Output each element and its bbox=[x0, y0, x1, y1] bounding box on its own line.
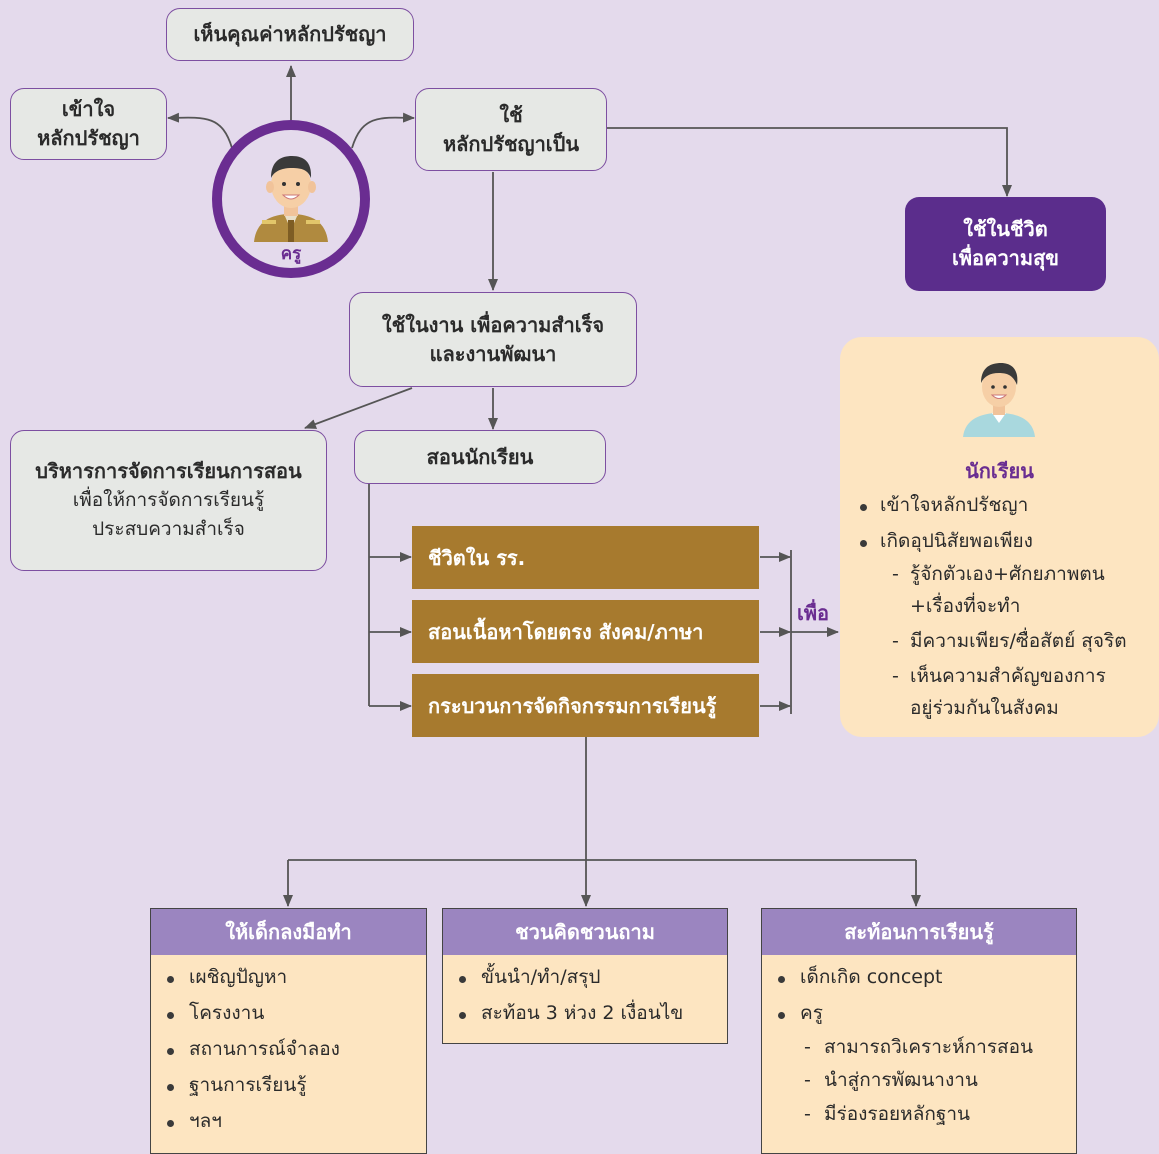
student-sub-3-a: เห็นความสำคัญของการ bbox=[910, 665, 1106, 688]
reflect-sub: สามารถวิเคราะห์การสอน bbox=[762, 1031, 1076, 1065]
understand-box: เข้าใจ หลักปรัชญา bbox=[10, 88, 167, 160]
admin-line-2: ประสบความสำเร็จ bbox=[92, 518, 245, 540]
teacher-avatar bbox=[254, 156, 328, 242]
use-box: ใช้ หลักปรัชญาเป็น bbox=[415, 88, 607, 171]
student-sub-1-a: รู้จักตัวเอง+ศักยภาพตน bbox=[910, 563, 1105, 586]
student-bullet-1: เข้าใจหลักปรัชญา bbox=[850, 487, 1155, 523]
admin-box: บริหารการจัดการเรียนการสอน เพื่อให้การจั… bbox=[10, 430, 327, 571]
arrow-to-understand bbox=[167, 112, 233, 149]
admin-line-1: เพื่อให้การจัดการเรียนรู้ bbox=[72, 488, 265, 511]
purpose-label: เพื่อ bbox=[797, 601, 830, 625]
reflect-sub: นำสู่การพัฒนางาน bbox=[762, 1064, 1076, 1098]
student-sub-2: มีความเพียร/ซื่อสัตย์ สุจริต bbox=[850, 626, 1155, 658]
life-line-1: ใช้ในชีวิต bbox=[963, 217, 1048, 241]
inquiry-title: ชวนคิดชวนถาม bbox=[443, 909, 727, 955]
activity-learning-process: กระบวนการจัดกิจกรรมการเรียนรู้ bbox=[412, 674, 759, 737]
student-sub-1: รู้จักตัวเอง+ศักยภาพตน +เรื่องที่จะทำ bbox=[850, 559, 1155, 622]
student-title: นักเรียน bbox=[965, 459, 1034, 483]
reflect-item-1: เด็กเกิด concept bbox=[762, 959, 1076, 995]
work-line-1: ใช้ในงาน เพื่อความสำเร็จ bbox=[381, 312, 605, 337]
student-sub-3-b: อยู่ร่วมกันในสังคม bbox=[910, 696, 1059, 719]
inquiry-list: ขั้นนำ/ทำ/สรุป สะท้อน 3 ห่วง 2 เงื่อนไข bbox=[443, 955, 727, 1031]
reflect-item-2: ครู bbox=[762, 995, 1076, 1031]
use-line-2: หลักปรัชญาเป็น bbox=[442, 131, 580, 156]
hands-on-item: ฯลฯ bbox=[151, 1103, 426, 1139]
hands-on-title: ให้เด็กลงมือทำ bbox=[151, 909, 426, 955]
activity-direct-content: สอนเนื้อหาโดยตรง สังคม/ภาษา bbox=[412, 600, 759, 663]
reflect-card: สะท้อนการเรียนรู้ เด็กเกิด concept ครู ส… bbox=[761, 908, 1077, 1154]
hands-on-card: ให้เด็กลงมือทำ เผชิญปัญหา โครงงาน สถานกา… bbox=[150, 908, 427, 1154]
understand-line-2: หลักปรัชญา bbox=[37, 126, 140, 150]
inquiry-item: ขั้นนำ/ทำ/สรุป bbox=[443, 959, 727, 995]
activity-school-life: ชีวิตใน รร. bbox=[412, 526, 759, 589]
inquiry-card: ชวนคิดชวนถาม ขั้นนำ/ทำ/สรุป สะท้อน 3 ห่ว… bbox=[442, 908, 728, 1044]
teacher-node: ครู bbox=[212, 120, 370, 278]
use-line-1: ใช้ bbox=[499, 102, 523, 127]
hands-on-item: เผชิญปัญหา bbox=[151, 959, 426, 995]
admin-title: บริหารการจัดการเรียนการสอน bbox=[35, 458, 302, 483]
teach-students-box: สอนนักเรียน bbox=[354, 430, 606, 484]
student-sub-1-b: +เรื่องที่จะทำ bbox=[910, 594, 1021, 617]
see-value-box: เห็นคุณค่าหลักปรัชญา bbox=[166, 8, 414, 61]
reflect-list: เด็กเกิด concept ครู สามารถวิเคราะห์การส… bbox=[762, 955, 1076, 1131]
life-line-2: เพื่อความสุข bbox=[952, 246, 1059, 270]
teacher-label: ครู bbox=[280, 244, 302, 264]
work-line-2: และงานพัฒนา bbox=[429, 341, 557, 366]
life-happiness-box: ใช้ในชีวิต เพื่อความสุข bbox=[905, 197, 1106, 291]
hands-on-item: สถานการณ์จำลอง bbox=[151, 1031, 426, 1067]
hands-on-list: เผชิญปัญหา โครงงาน สถานการณ์จำลอง ฐานการ… bbox=[151, 955, 426, 1139]
understand-line-1: เข้าใจ bbox=[61, 97, 116, 121]
work-success-box: ใช้ในงาน เพื่อความสำเร็จ และงานพัฒนา bbox=[349, 292, 637, 387]
arrow-to-life bbox=[606, 127, 1012, 197]
see-value-text: เห็นคุณค่าหลักปรัชญา bbox=[193, 22, 387, 46]
teach-students-text: สอนนักเรียน bbox=[426, 444, 534, 469]
student-panel: นักเรียน เข้าใจหลักปรัชญา เกิดอุปนิสัยพอ… bbox=[840, 337, 1159, 737]
student-avatar bbox=[963, 363, 1035, 437]
reflect-sub: มีร่องรอยหลักฐาน bbox=[762, 1098, 1076, 1132]
hands-on-item: ฐานการเรียนรู้ bbox=[151, 1067, 426, 1103]
student-outcomes: เข้าใจหลักปรัชญา เกิดอุปนิสัยพอเพียง รู้… bbox=[850, 487, 1155, 728]
inquiry-item: สะท้อน 3 ห่วง 2 เงื่อนไข bbox=[443, 995, 727, 1031]
student-bullet-2: เกิดอุปนิสัยพอเพียง bbox=[850, 523, 1155, 559]
hands-on-item: โครงงาน bbox=[151, 995, 426, 1031]
arrow-to-use bbox=[351, 112, 415, 149]
reflect-title: สะท้อนการเรียนรู้ bbox=[762, 909, 1076, 955]
arrow-to-admin bbox=[304, 387, 413, 429]
